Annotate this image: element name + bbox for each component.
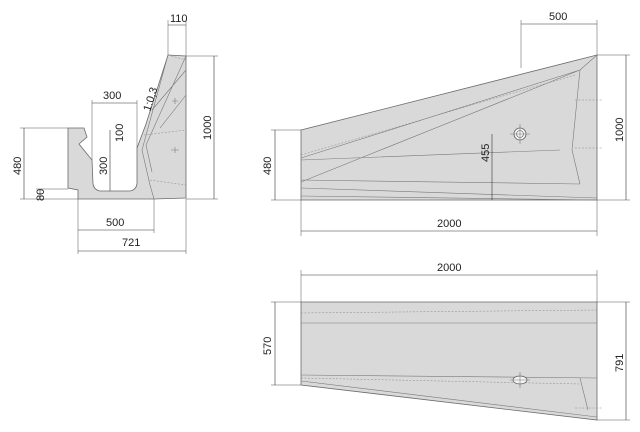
- dim-side-base-offset: 80: [35, 189, 47, 201]
- front-view-edge-lines: [300, 54, 598, 201]
- dim-side-base-total: 721: [122, 237, 140, 249]
- dim-front-left-height: 480: [262, 157, 274, 175]
- front-view-body: [300, 54, 598, 201]
- dim-side-top-width: 110: [170, 13, 188, 25]
- top-view-edge-lines: [300, 322, 598, 418]
- top-view-body: [300, 301, 598, 421]
- dim-side-base-inner: 500: [106, 217, 124, 229]
- top-view-hole: [510, 372, 530, 388]
- dim-top-length: 2000: [437, 262, 461, 274]
- dim-side-depth-b: 300: [98, 157, 110, 175]
- dim-side-total-height: 1000: [202, 116, 214, 140]
- dim-front-hole-height: 455: [480, 144, 492, 162]
- dim-side-inner-width: 300: [103, 90, 121, 102]
- dim-front-length: 2000: [437, 218, 461, 230]
- side-view-edge-lines: [141, 54, 187, 200]
- front-view: 500 480 455 1000 2000: [262, 11, 630, 236]
- dim-side-left-height: 480: [12, 157, 24, 175]
- front-view-hole: [510, 124, 530, 144]
- dim-top-left-width: 570: [262, 337, 274, 355]
- side-view-dashed-lines: [143, 54, 187, 186]
- dim-top-right-width: 791: [614, 354, 626, 372]
- dim-front-right-height: 1000: [614, 118, 626, 142]
- front-view-dashed-lines: [300, 74, 603, 156]
- top-view-dashed-lines: [300, 309, 603, 409]
- side-view: 110 300 1:0,3 100 300 480 80 1000 500 72: [12, 13, 218, 254]
- top-view: 2000 570 791: [262, 262, 630, 421]
- dim-front-top-offset: 500: [549, 11, 567, 23]
- side-view-body: [67, 54, 187, 200]
- side-view-centre-marks: [171, 98, 179, 153]
- dim-side-depth-a: 100: [114, 124, 126, 142]
